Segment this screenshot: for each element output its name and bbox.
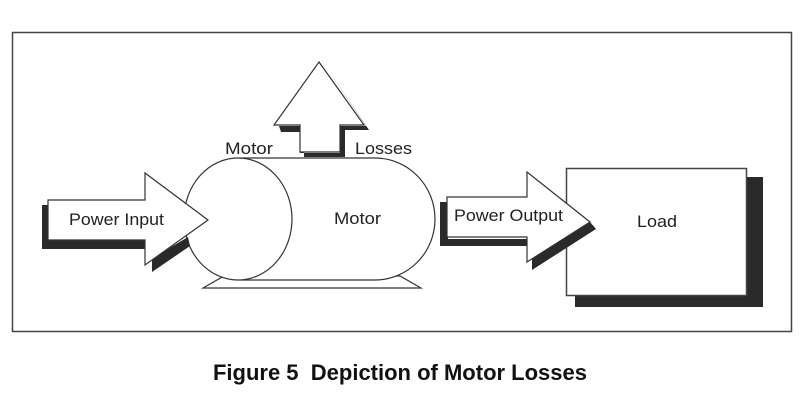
power-output-arrow-shadow: [440, 202, 596, 270]
power-input-arrow: [47, 171, 210, 267]
motor-losses-label-right: Losses: [355, 139, 412, 158]
power-output-arrow: [446, 170, 592, 264]
motor-body: [239, 157, 436, 281]
motor-body-label: Motor: [334, 209, 381, 228]
load-label: Load: [637, 212, 677, 231]
figure-caption: Figure 5 Depiction of Motor Losses: [212, 360, 588, 385]
power-output-label: Power Output: [454, 206, 563, 225]
power-input-label: Power Input: [69, 210, 164, 229]
losses-arrow: [272, 60, 366, 153]
motor-losses-label-left: Motor: [225, 139, 273, 158]
load-box: [565, 167, 748, 297]
